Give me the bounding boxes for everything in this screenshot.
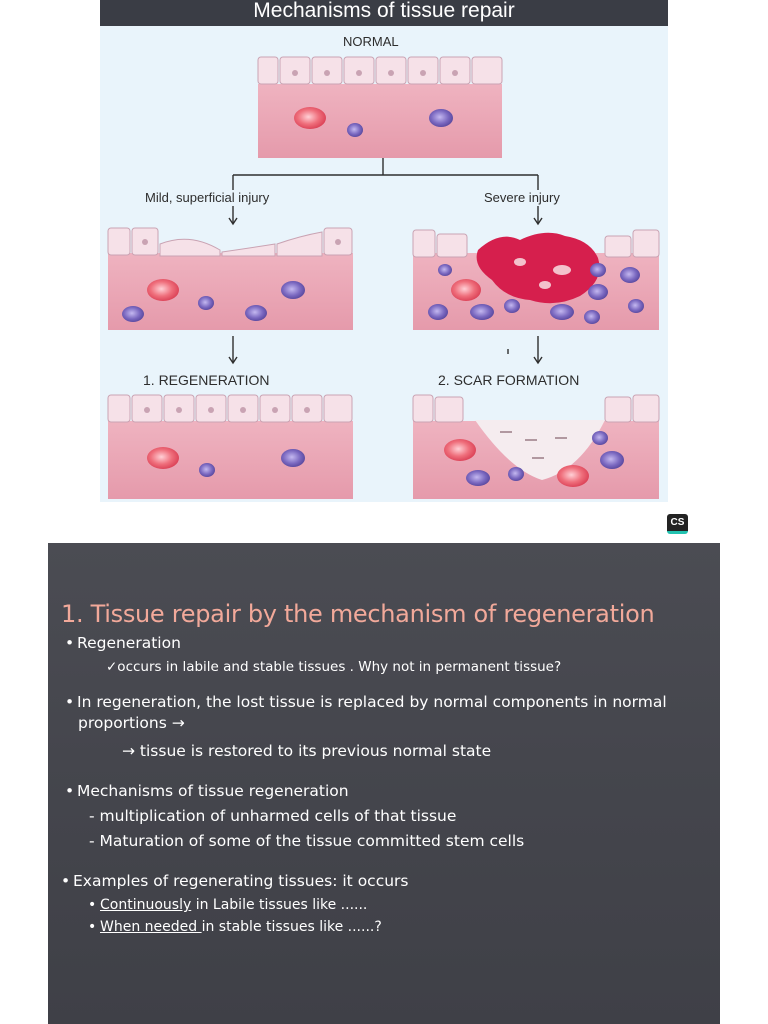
lymphocyte [347, 123, 363, 137]
lymphocyte [628, 299, 644, 313]
example-stable: •When needed in stable tissues like ....… [88, 919, 382, 935]
branch-connectors [228, 158, 543, 365]
mild-injury-panel [107, 227, 353, 330]
label-normal: NORMAL [343, 34, 399, 49]
lymphocyte [466, 470, 490, 486]
red-cell [294, 107, 326, 129]
lymphocyte [429, 109, 453, 127]
red-cell [444, 439, 476, 461]
label-scar-formation: 2. SCAR FORMATION [438, 372, 580, 388]
camscanner-logo: CS [667, 514, 688, 534]
red-cell [147, 279, 179, 301]
regeneration-note: ✓occurs in labile and stable tissues . W… [106, 659, 562, 675]
lymphocyte [590, 263, 606, 277]
lymphocyte [199, 463, 215, 477]
mechanism-item-2: - Maturation of some of the tissue commi… [89, 832, 525, 850]
lymphocyte [198, 296, 214, 310]
label-severe-injury: Severe injury [484, 190, 560, 205]
label-regeneration: 1. REGENERATION [143, 372, 270, 388]
red-cell [557, 465, 589, 487]
restored-state: → tissue is restored to its previous nor… [122, 742, 492, 760]
slide-title: Mechanisms of tissue repair [100, 0, 668, 26]
lymphocyte [600, 451, 624, 469]
red-cell [451, 279, 481, 301]
bullet-examples: •Examples of regenerating tissues: it oc… [61, 872, 409, 890]
regeneration-panel [107, 394, 353, 499]
lymphocyte [588, 284, 608, 300]
example-labile: •Continuously in Labile tissues like ...… [88, 897, 368, 913]
bullet-mechanisms: •Mechanisms of tissue regeneration [65, 782, 349, 800]
lymphocyte [281, 449, 305, 467]
lymphocyte [428, 304, 448, 320]
lymphocyte [584, 310, 600, 324]
lymphocyte [508, 467, 524, 481]
mechanism-item-1: - multiplication of unharmed cells of th… [89, 807, 457, 825]
continuously-text: Continuously [100, 897, 192, 913]
severe-injury-panel [412, 229, 660, 330]
lymphocyte [550, 304, 574, 320]
replaced-continuation: proportions → [78, 714, 185, 732]
injury-clot [476, 232, 600, 304]
diagram-slide: Mechanisms of tissue repair [100, 0, 668, 502]
lymphocyte [504, 299, 520, 313]
lymphocyte [438, 264, 452, 276]
lymphocyte [470, 304, 494, 320]
text-slide: 1. Tissue repair by the mechanism of reg… [48, 543, 720, 1024]
scar-tissue [475, 420, 605, 480]
bullet-replaced: •In regeneration, the lost tissue is rep… [65, 693, 667, 711]
lymphocyte [122, 306, 144, 322]
bullet-regeneration: •Regeneration [65, 634, 181, 652]
scar-formation-panel [412, 394, 660, 499]
lymphocyte [245, 305, 267, 321]
red-cell [147, 447, 179, 469]
when-needed-text: When needed [100, 919, 202, 935]
label-mild-injury: Mild, superficial injury [145, 190, 270, 205]
lymphocyte [592, 431, 608, 445]
lymphocyte [620, 267, 640, 283]
slide-heading: 1. Tissue repair by the mechanism of reg… [61, 600, 655, 628]
lymphocyte [281, 281, 305, 299]
normal-tissue-panel [257, 56, 503, 158]
tissue-repair-diagram [107, 56, 660, 499]
